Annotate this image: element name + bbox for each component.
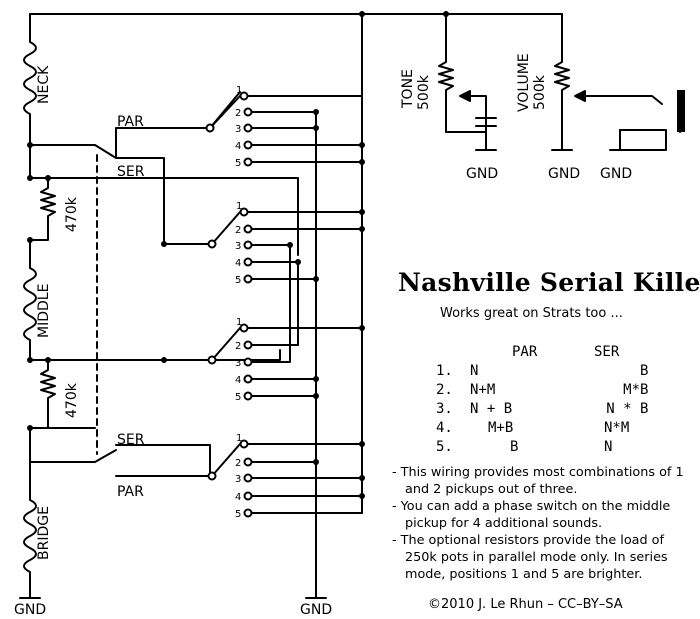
svg-text:5: 5: [235, 392, 241, 403]
lower-resistor-wire: [29, 349, 281, 459]
jack-sleeve: [677, 90, 685, 132]
diagram-title: Nashville Serial Killer: [398, 268, 700, 297]
svg-text:3: 3: [235, 358, 241, 369]
gnd-volume-label: GND: [548, 166, 580, 182]
middle-coil: [23, 267, 37, 361]
gnd-left-label: GND: [14, 602, 46, 618]
top-ser-par-switch: [29, 127, 211, 245]
bottom-ser-label: SER: [117, 432, 145, 448]
svg-text:2: 2: [235, 341, 241, 352]
table-header-row: PAR SER: [436, 342, 648, 361]
svg-text:3: 3: [235, 474, 241, 485]
svg-text:4: 4: [235, 375, 241, 386]
top-par-label: PAR: [117, 114, 144, 130]
switch-section-3: [163, 327, 363, 397]
note-item: - You can add a phase switch on the midd…: [392, 499, 671, 531]
volume-name-label: VOLUME: [516, 53, 532, 112]
gnd-tone-label: GND: [466, 166, 498, 182]
top-ser-label: SER: [117, 164, 145, 180]
credit-line: ©2010 J. Le Rhun – CC–BY–SA: [428, 597, 623, 612]
lower-resistor-label: 470k: [64, 382, 80, 418]
switch-section-4: [211, 443, 363, 514]
svg-text:2: 2: [235, 108, 241, 119]
svg-text:4: 4: [235, 141, 241, 152]
bottom-par-label: PAR: [117, 484, 144, 500]
junction-dots: [27, 11, 449, 499]
tone-value-label: 500k: [416, 74, 432, 110]
bottom-ser-par-switch: [29, 427, 211, 477]
svg-text:1: 1: [236, 433, 242, 444]
bridge-pickup-label: BRIDGE: [36, 506, 52, 560]
note-item: - The optional resistors provide the loa…: [392, 533, 668, 582]
note-item: - This wiring provides most combinations…: [392, 465, 684, 497]
svg-text:3: 3: [235, 124, 241, 135]
middle-pickup-label: MIDDLE: [36, 284, 52, 338]
svg-text:1: 1: [236, 201, 242, 212]
svg-text:2: 2: [235, 225, 241, 236]
svg-text:2: 2: [235, 458, 241, 469]
gnd-center-label: GND: [300, 602, 332, 618]
gnd-jack-label: GND: [600, 166, 632, 182]
table-header-ser: SER: [594, 343, 620, 360]
tone-pot: [438, 13, 497, 151]
table-header-par: PAR: [512, 343, 538, 360]
upper-resistor-label: 470k: [64, 196, 80, 232]
notes-list: - This wiring provides most combinations…: [392, 464, 697, 583]
diagram-subtitle: Works great on Strats too ...: [440, 306, 623, 321]
volume-pot: [554, 13, 663, 151]
svg-text:3: 3: [235, 241, 241, 252]
svg-text:4: 4: [235, 258, 241, 269]
tone-name-label: TONE: [400, 69, 416, 109]
output-jack: [619, 91, 681, 151]
neck-coil: [23, 13, 37, 146]
volume-value-label: 500k: [532, 74, 548, 110]
neck-pickup-label: NECK: [36, 65, 52, 104]
svg-text:5: 5: [235, 275, 241, 286]
switch-section-2: [163, 211, 363, 280]
upper-resistor-wire: [29, 144, 299, 269]
svg-text:1: 1: [236, 85, 242, 96]
switch-position-numbers: 1 2 3 4 5 1 2 3 4 5 1 2 3 4 5 1 2 3 4 5: [235, 85, 242, 520]
svg-text:5: 5: [235, 509, 241, 520]
svg-text:1: 1: [236, 317, 242, 328]
svg-text:5: 5: [235, 158, 241, 169]
svg-text:4: 4: [235, 492, 241, 503]
switch-section-1: [209, 91, 241, 129]
bridge-coil: [23, 457, 37, 599]
